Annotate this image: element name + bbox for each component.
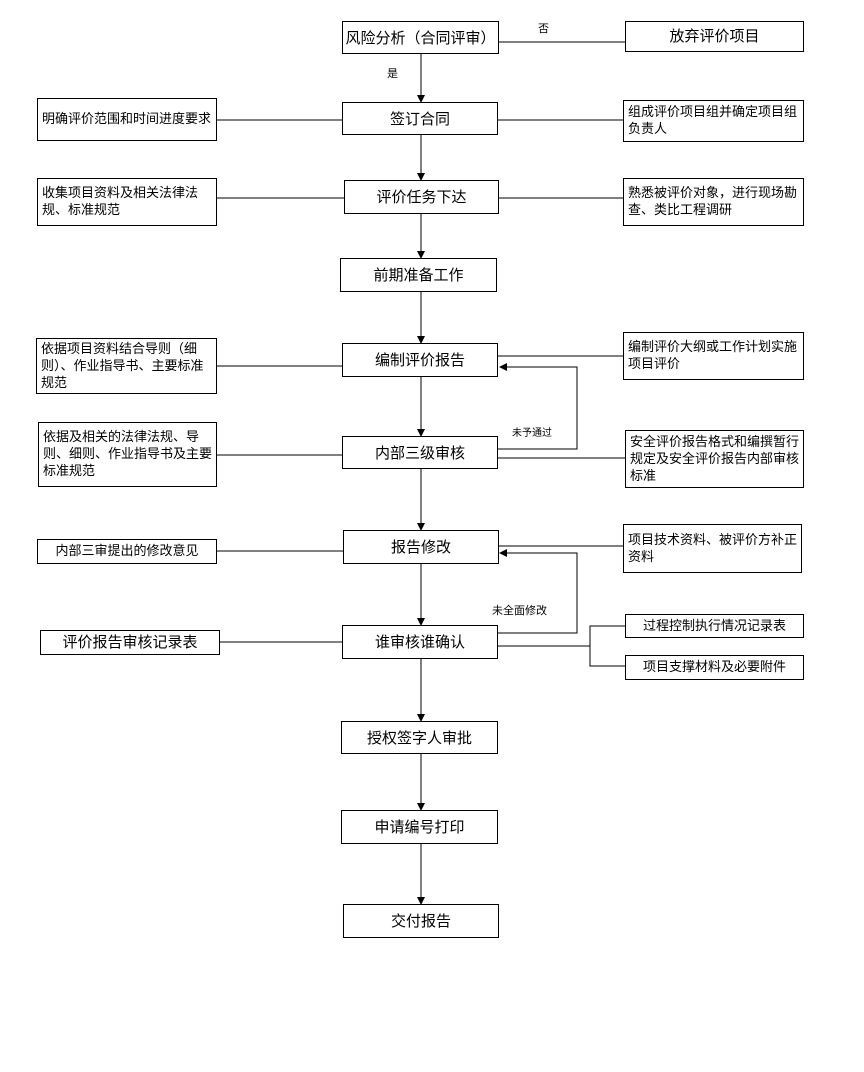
step-internal-audit: 内部三级审核: [342, 436, 498, 469]
note-form-team: 组成评价项目组并确定项目组负责人: [623, 100, 804, 142]
note-supplement: 项目技术资料、被评价方补正资料: [623, 524, 802, 573]
note-laws: 依据及相关的法律法规、导则、细则、作业指导书及主要标准规范: [38, 422, 217, 487]
note-process-record: 过程控制执行情况记录表: [625, 614, 804, 638]
step-deliver: 交付报告: [343, 904, 499, 938]
step-print: 申请编号打印: [341, 810, 498, 844]
label-not-passed: 未予通过: [512, 428, 552, 439]
step-risk-analysis: 风险分析（合同评审）: [342, 21, 499, 54]
label-no: 否: [538, 22, 549, 35]
label-yes: 是: [387, 67, 398, 80]
note-outline-plan: 编制评价大纲或工作计划实施项目评价: [623, 332, 804, 380]
step-report-revision: 报告修改: [343, 530, 499, 564]
step-compile-report: 编制评价报告: [342, 343, 498, 377]
loop-audit-to-compile: [498, 363, 578, 450]
note-scope: 明确评价范围和时间进度要求: [37, 98, 217, 141]
note-audit-standard: 安全评价报告格式和编撰暂行规定及安全评价报告内部审核标准: [625, 430, 804, 488]
loop-confirm-to-revise: [498, 549, 578, 634]
note-site-survey: 熟悉被评价对象，进行现场勘查、类比工程调研: [623, 178, 804, 226]
note-guidelines: 依据项目资料结合导则（细则）、作业指导书、主要标准规范: [36, 338, 217, 394]
label-incomplete-revision: 未全面修改: [492, 604, 547, 617]
step-confirm: 谁审核谁确认: [342, 625, 498, 659]
bracket-process-materials: [589, 625, 625, 667]
step-preparation: 前期准备工作: [340, 258, 497, 292]
note-audit-record: 评价报告审核记录表: [40, 630, 220, 655]
note-support-materials: 项目支撑材料及必要附件: [625, 655, 804, 680]
note-collect: 收集项目资料及相关法律法规、标准规范: [37, 178, 217, 226]
step-approval: 授权签字人审批: [341, 721, 498, 754]
note-audit-opinions: 内部三审提出的修改意见: [37, 539, 217, 564]
step-task-issue: 评价任务下达: [344, 180, 499, 214]
note-abandon-project: 放弃评价项目: [625, 21, 804, 52]
step-sign-contract: 签订合同: [342, 102, 498, 135]
